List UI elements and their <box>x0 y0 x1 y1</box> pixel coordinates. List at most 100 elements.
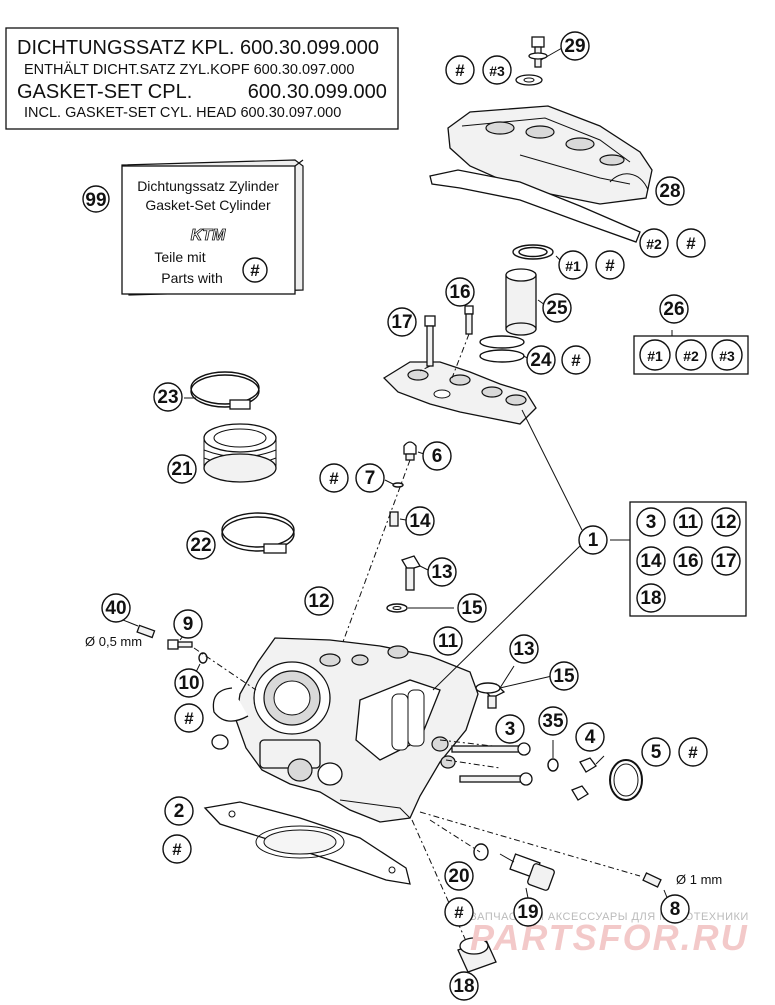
callout-label: # <box>688 743 698 762</box>
kit-box-line4: Parts with <box>161 270 222 286</box>
callout-c28: 28 <box>655 176 685 206</box>
gasket-kit-box: Dichtungssatz Zylinder Gasket-Set Cylind… <box>121 159 304 296</box>
leader-1a <box>521 409 583 531</box>
callout-label: 6 <box>432 446 443 467</box>
callout-label: 23 <box>157 387 178 408</box>
callout-c21: 21 <box>167 454 197 484</box>
gasket-set-line2: ENTHÄLT DICHT.SATZ ZYL.KOPF 600.30.097.0… <box>24 61 354 78</box>
callout-c18: 18 <box>449 971 479 1001</box>
group-26-number-label: 26 <box>663 299 684 320</box>
washer-20 <box>473 843 489 861</box>
callout-label: 14 <box>409 511 431 532</box>
valve-3 <box>451 742 533 786</box>
callout-label: 35 <box>542 711 564 732</box>
callout-label: 13 <box>513 639 534 660</box>
pin-14 <box>389 511 407 527</box>
axis-20 <box>429 819 481 853</box>
callout-label: 9 <box>183 614 194 635</box>
callout-c11: 11 <box>433 626 463 656</box>
callout-c2: 2 <box>164 796 194 826</box>
callout-label: # <box>454 903 464 922</box>
callout-label: 17 <box>391 312 412 333</box>
group-26-item: #2 <box>675 339 707 371</box>
callout-c13a: 13 <box>427 557 457 587</box>
group-1-item-label: 14 <box>640 551 662 572</box>
kit-box-line1: Dichtungssatz Zylinder <box>137 178 279 194</box>
group-1-item: 14 <box>636 546 666 576</box>
ring-5 <box>609 759 643 801</box>
nozzle-8 <box>419 811 669 901</box>
callout-label: #1 <box>565 258 581 274</box>
callout-h_5: # <box>678 737 708 767</box>
callout-label: 21 <box>171 459 193 480</box>
callout-c23: 23 <box>153 382 183 412</box>
callout-h_20: # <box>444 897 474 927</box>
callout-h_2: # <box>162 834 192 864</box>
group-1-item-label: 17 <box>715 551 736 572</box>
callout-c24: 24 <box>526 345 556 375</box>
callout-label: #3 <box>489 63 505 79</box>
bolt-16 <box>451 295 474 379</box>
callout-h_10: # <box>174 703 204 733</box>
callout-99: 99 <box>82 185 110 213</box>
callout-label: # <box>172 840 182 859</box>
callout-c12: 12 <box>304 586 334 616</box>
callout-c16: 16 <box>445 277 475 307</box>
callout-label: # <box>571 351 581 370</box>
group-1-item-label: 11 <box>678 512 699 533</box>
callout-label: #2 <box>646 236 662 252</box>
gasket-set-line1: DICHTUNGSSATZ KPL. 600.30.099.000 <box>17 37 379 59</box>
callout-label: 25 <box>546 298 568 319</box>
callout-c5: 5 <box>641 737 671 767</box>
callout-c13b: 13 <box>509 634 539 664</box>
callout-label: # <box>605 256 615 275</box>
kit-box-line2: Gasket-Set Cylinder <box>145 197 271 213</box>
callout-label: 12 <box>308 591 329 612</box>
callout-label: 4 <box>585 727 596 748</box>
sensor-19 <box>499 853 555 899</box>
callout-label: # <box>686 234 696 253</box>
callout-c25: 25 <box>542 293 572 323</box>
gasket-set-line3: GASKET-SET CPL. 600.30.099.000 <box>17 81 387 103</box>
callout-c20: 20 <box>444 861 474 891</box>
callout-label: 5 <box>651 742 662 763</box>
group-26-item: #3 <box>711 339 743 371</box>
callout-h_25: # <box>595 250 625 280</box>
note-dia-8: Ø 1 mm <box>676 872 722 887</box>
group-1-item: 3 <box>636 507 666 537</box>
callout-label: 16 <box>449 282 470 303</box>
group-1-item-label: 3 <box>646 512 657 533</box>
group-26-item-label: #1 <box>647 348 663 364</box>
callout-label: 11 <box>438 631 459 652</box>
callout-label: 10 <box>178 673 199 694</box>
nuts-4 <box>571 755 605 801</box>
group-1-item: 11 <box>673 507 703 537</box>
group-26-number: 26 <box>659 294 689 324</box>
axis-6 <box>339 459 411 651</box>
intake-manifold-21 <box>203 423 277 483</box>
group-1-item: 12 <box>711 507 741 537</box>
group-26-item: #1 <box>639 339 671 371</box>
callout-label: 19 <box>517 902 538 923</box>
callout-h3_29: #3 <box>482 55 512 85</box>
callout-h_7: # <box>319 463 349 493</box>
svg-text:99: 99 <box>85 190 106 211</box>
group-1-item-label: 12 <box>715 512 736 533</box>
bolt-17 <box>417 315 436 373</box>
group-26-item-label: #2 <box>683 348 699 364</box>
callout-label: 20 <box>448 866 469 887</box>
callout-c14: 14 <box>405 506 435 536</box>
callout-c22: 22 <box>186 530 216 560</box>
screw-13a <box>401 555 429 591</box>
callout-label: 22 <box>190 535 211 556</box>
cap-6 <box>403 441 425 461</box>
callout-label: 28 <box>659 181 680 202</box>
group-1-item-label: 16 <box>677 551 698 572</box>
callout-h_28: # <box>676 228 706 258</box>
callout-label: 18 <box>453 976 474 997</box>
callout-h_24: # <box>561 345 591 375</box>
kit-box-mark: # <box>250 261 260 280</box>
tube-25 <box>479 244 563 363</box>
callout-c4: 4 <box>575 722 605 752</box>
